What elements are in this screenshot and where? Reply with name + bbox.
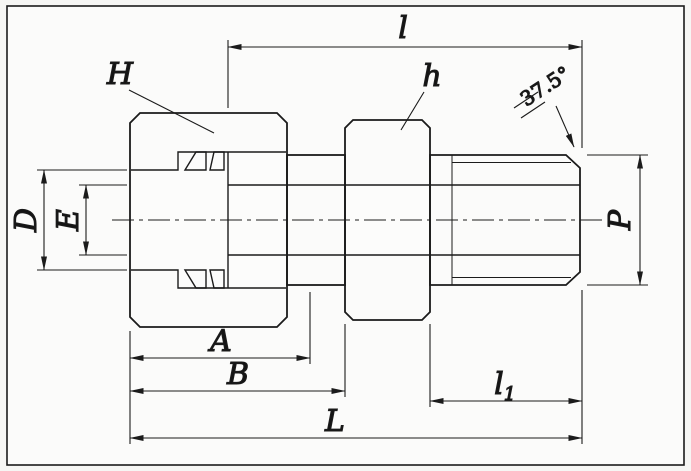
label-D: D xyxy=(9,208,44,233)
label-H: H xyxy=(106,57,134,92)
hex-section xyxy=(344,119,431,321)
angle-reference-tick xyxy=(513,91,539,109)
nut-cavity-profile-bottom xyxy=(131,269,286,289)
leader-line-H xyxy=(128,89,215,134)
angle-reference-tick xyxy=(520,101,546,119)
label-l1-subscript: 1 xyxy=(504,383,516,405)
nut xyxy=(129,112,288,328)
label-l1-base: l xyxy=(494,367,504,402)
label-P: P xyxy=(603,209,638,231)
front-ferrule xyxy=(183,269,207,289)
fitting-section-view xyxy=(112,112,602,328)
front-ferrule xyxy=(183,151,207,171)
back-ferrule xyxy=(209,269,225,289)
label-E: E xyxy=(51,209,86,232)
label-L: L xyxy=(324,404,345,439)
leader-line-h xyxy=(400,91,425,131)
label-B: B xyxy=(226,357,249,392)
label-A: A xyxy=(207,324,232,359)
label-l: l xyxy=(398,11,408,46)
angle-leader-arrow xyxy=(555,105,575,148)
label-h: h xyxy=(422,59,441,94)
label-l1: l1 xyxy=(494,367,516,405)
nut-cavity-profile-top xyxy=(131,151,286,171)
back-ferrule xyxy=(209,151,225,171)
